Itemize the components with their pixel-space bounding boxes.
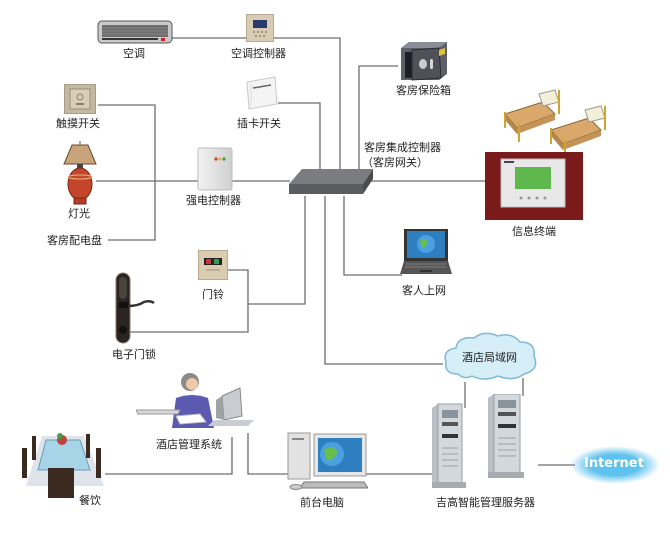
air-conditioner-icon <box>97 20 173 44</box>
wire-card-switch <box>278 102 321 172</box>
internet-label: Internet <box>584 456 644 471</box>
doorbell-label: 门铃 <box>202 288 224 301</box>
room-controller-label-line1: 客房集成控制器 <box>364 141 441 154</box>
guest-laptop <box>400 228 454 280</box>
hotel-lan-cloud <box>440 330 542 382</box>
operator-with-computer-icon <box>135 373 254 428</box>
servers-label: 吉高智能管理服务器 <box>436 496 535 509</box>
safe-label: 客房保险箱 <box>396 84 451 97</box>
cloud-icon <box>444 332 537 380</box>
thermostat-panel-icon <box>246 14 274 42</box>
info-terminal-label: 信息终端 <box>512 225 556 238</box>
ac-unit <box>97 20 173 44</box>
guest-internet-label: 客人上网 <box>402 284 446 297</box>
network-switch-icon <box>289 169 373 194</box>
wire-touch-switch <box>98 104 156 241</box>
wire-doorbell <box>248 196 306 305</box>
internet-cloud <box>570 446 660 484</box>
dining-table-icon <box>22 433 104 498</box>
ac-controller <box>246 14 274 42</box>
wire-door-lock <box>130 304 249 333</box>
terminal-screen-icon <box>485 152 583 220</box>
dining-table <box>16 418 108 502</box>
distribution-panel-label: 客房配电盘 <box>47 234 102 247</box>
power-controller <box>197 147 233 191</box>
management-servers <box>432 393 542 490</box>
touch-switch <box>64 84 96 114</box>
wire-mgmt-frontdesk <box>247 433 290 475</box>
touch-panel-icon <box>64 84 96 114</box>
guest-beds <box>497 84 627 154</box>
touch-switch-label: 触摸开关 <box>56 117 100 130</box>
lamp <box>60 140 100 206</box>
desktop-computer-icon <box>287 432 369 490</box>
power-controller-label: 强电控制器 <box>186 194 241 207</box>
room-safe <box>399 40 449 82</box>
safe-icon <box>401 42 447 81</box>
internet-globe-icon <box>570 446 660 484</box>
wire-dining-mgmt <box>105 437 233 475</box>
doorbell-panel-icon <box>198 250 228 280</box>
ac-label: 空调 <box>123 47 145 60</box>
dining-label: 餐饮 <box>79 494 101 507</box>
doorbell <box>198 250 228 280</box>
info-terminal <box>485 152 583 220</box>
electrical-cabinet-icon <box>197 147 233 191</box>
server-tower-icon <box>432 393 524 488</box>
laptop-icon <box>400 229 452 274</box>
hotel-mgmt-label: 酒店管理系统 <box>156 438 222 451</box>
room-controller-label-line2: （客房网关） <box>362 156 428 169</box>
table-lamp-icon <box>63 141 97 205</box>
room-controller <box>288 168 374 198</box>
card-switch-label: 插卡开关 <box>237 117 281 130</box>
wire-safe <box>358 65 398 172</box>
door-lock-label: 电子门锁 <box>112 348 156 361</box>
door-lock <box>114 272 158 344</box>
hotel-management-station <box>135 370 256 432</box>
front-desk-label: 前台电脑 <box>300 496 344 509</box>
wire-ac-controller <box>172 37 341 172</box>
ac-controller-label: 空调控制器 <box>231 47 286 60</box>
bed-icon <box>504 89 606 154</box>
wire-lan <box>324 196 443 365</box>
front-desk-computer <box>286 432 369 490</box>
wire-guest-internet <box>343 196 402 276</box>
keycard-slot-icon <box>246 76 278 110</box>
lamp-label: 灯光 <box>68 207 90 220</box>
card-switch <box>245 76 279 110</box>
wire-doorbell-stub <box>228 269 249 304</box>
hotel-lan-label: 酒店局域网 <box>462 351 517 364</box>
electronic-lock-icon <box>115 272 155 344</box>
